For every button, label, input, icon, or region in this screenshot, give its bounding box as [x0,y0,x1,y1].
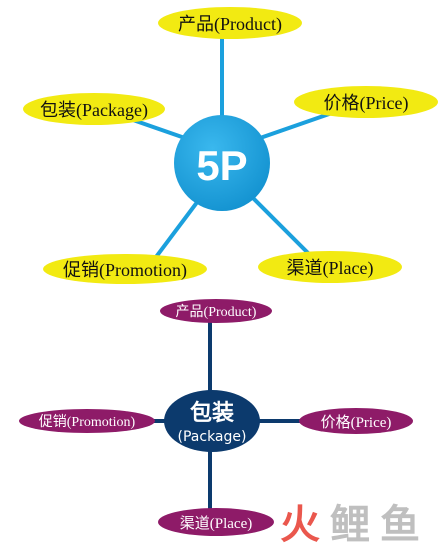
bottom-node-place: 渠道(Place) [158,508,274,536]
top-center-label: 5P [196,142,247,189]
top-node-package: 包装(Package) [23,93,165,125]
bottom-node-promotion-label: 促销(Promotion) [39,414,136,430]
watermark-logo: 火 鲤 鱼 [280,502,420,545]
watermark-char-fire: 火 [280,502,320,545]
top-node-product: 产品(Product) [158,7,302,39]
top-node-place-label: 渠道(Place) [287,258,374,279]
bottom-node-place-label: 渠道(Place) [180,515,252,532]
bottom-node-product-label: 产品(Product) [176,304,257,320]
bottom-package-diagram: 包装 (Package) 产品(Product) 促销(Promotion) 价… [19,299,413,536]
top-node-promotion: 促销(Promotion) [43,254,207,284]
top-node-price-label: 价格(Price) [324,93,409,114]
bottom-center-main-label: 包装 [190,400,234,426]
top-center-5p: 5P [174,115,270,211]
bottom-node-promotion: 促销(Promotion) [19,409,155,433]
bottom-node-price: 价格(Price) [299,408,413,434]
bottom-center-package: 包装 (Package) [164,390,260,452]
bottom-node-price-label: 价格(Price) [321,414,392,431]
top-node-place: 渠道(Place) [258,251,402,283]
top-5p-diagram: 5P 产品(Product) 包装(Package) 价格(Price) 促销(… [23,7,438,284]
watermark-char-fish: 鱼 [380,502,420,545]
bottom-center-sub-label: (Package) [178,429,247,445]
top-node-price: 价格(Price) [294,86,438,118]
bottom-node-product: 产品(Product) [160,299,272,323]
watermark-char-carp: 鲤 [330,502,370,545]
top-node-product-label: 产品(Product) [178,14,282,35]
top-node-promotion-label: 促销(Promotion) [63,260,187,281]
top-node-package-label: 包装(Package) [40,100,148,121]
